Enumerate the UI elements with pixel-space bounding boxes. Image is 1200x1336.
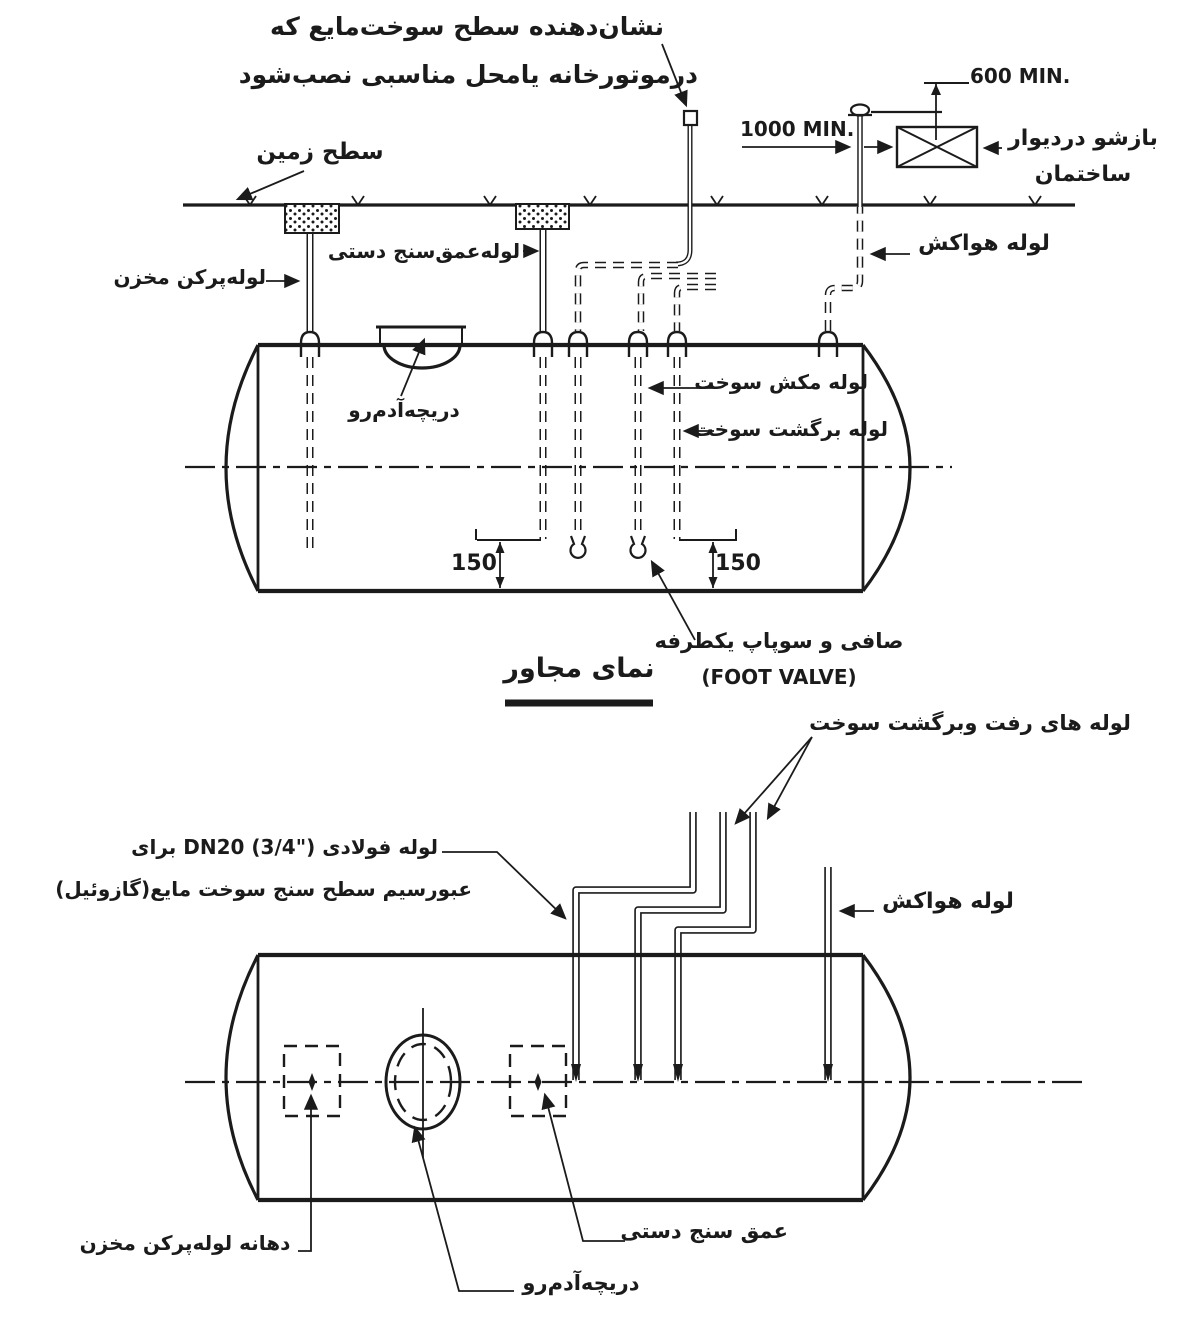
dim-150-left-label: 150 <box>451 551 497 576</box>
dim-150-right-graphics <box>679 529 737 588</box>
wall-opening-label-line1: بازشو دردیوار <box>1008 126 1158 151</box>
manhole-dome <box>376 325 466 370</box>
level-indicator-symbol <box>682 109 699 127</box>
dim-600-graphics <box>871 82 969 140</box>
upper-buried-pipes <box>574 207 864 331</box>
level-indicator-label-line2: درموتورخانه یامحل مناسبی نصب‌شود <box>238 60 698 89</box>
lower-tank-shell <box>185 952 1085 1203</box>
vent-cap <box>848 103 872 117</box>
pipe-tip-arrows <box>571 1064 833 1082</box>
manhole-label-upper: دریچه‌آدم‌رو <box>348 398 460 422</box>
vent-pipe-label-upper: لوله هواکش <box>918 231 1050 256</box>
grade-caps <box>284 203 570 234</box>
level-indicator-label-line1: نشان‌دهنده سطح سوخت‌مایع که <box>270 12 664 41</box>
suction-pipe-label: لوله مکش سوخت <box>694 370 868 394</box>
dim-150-right-label: 150 <box>715 551 761 576</box>
upper-inside-pipes <box>306 357 681 549</box>
ground-level-label: سطح زمین <box>256 139 384 165</box>
lower-leaders <box>298 736 874 1292</box>
upper-leaders <box>235 43 1002 641</box>
gauge-conduit-label-line2: عبورسیم سطح سنج سوخت مایع(گازوئیل) <box>55 877 472 901</box>
foot-valve-shapes <box>569 534 647 559</box>
wall-opening-label-line2: ساختمان <box>1034 162 1132 187</box>
filler-mouth-label: دهانه لوله‌پرکن مخزن <box>79 1231 291 1255</box>
dim-600-label: 600 MIN. <box>970 64 1071 88</box>
vent-pipe-label-lower: لوله هواکش <box>882 889 1014 914</box>
upper-solid-pipes <box>306 116 863 333</box>
wall-opening-symbol <box>895 125 979 169</box>
lower-pipes <box>572 812 832 1080</box>
dim-150-left-graphics <box>475 529 541 588</box>
upper-tank-shell <box>185 342 952 594</box>
filler-pipe-label: لوله‌پرکن مخزن <box>113 265 266 289</box>
manhole-label-lower: دریچه‌آدم‌رو <box>522 1271 640 1295</box>
foot-valve-label-en: (FOOT VALVE) <box>701 665 857 689</box>
gauge-conduit-label-line1: لوله فولادی DN20 (3/4") برای <box>131 835 438 859</box>
section-title: نمای مجاور <box>503 653 655 684</box>
foot-valve-label-fa: صافی و سوپاپ یکطرفه <box>654 629 904 653</box>
depth-gauge-label-lower: عمق سنج دستی <box>620 1219 788 1243</box>
depth-gauge-pipe-label: لوله‌عمق‌سنج دستی <box>327 239 521 263</box>
supply-return-pipes-label: لوله های رفت وبرگشت سوخت <box>809 711 1131 735</box>
dim-1000-label: 1000 MIN. <box>740 117 855 141</box>
return-pipe-label: لوله برگشت سوخت <box>693 417 888 441</box>
